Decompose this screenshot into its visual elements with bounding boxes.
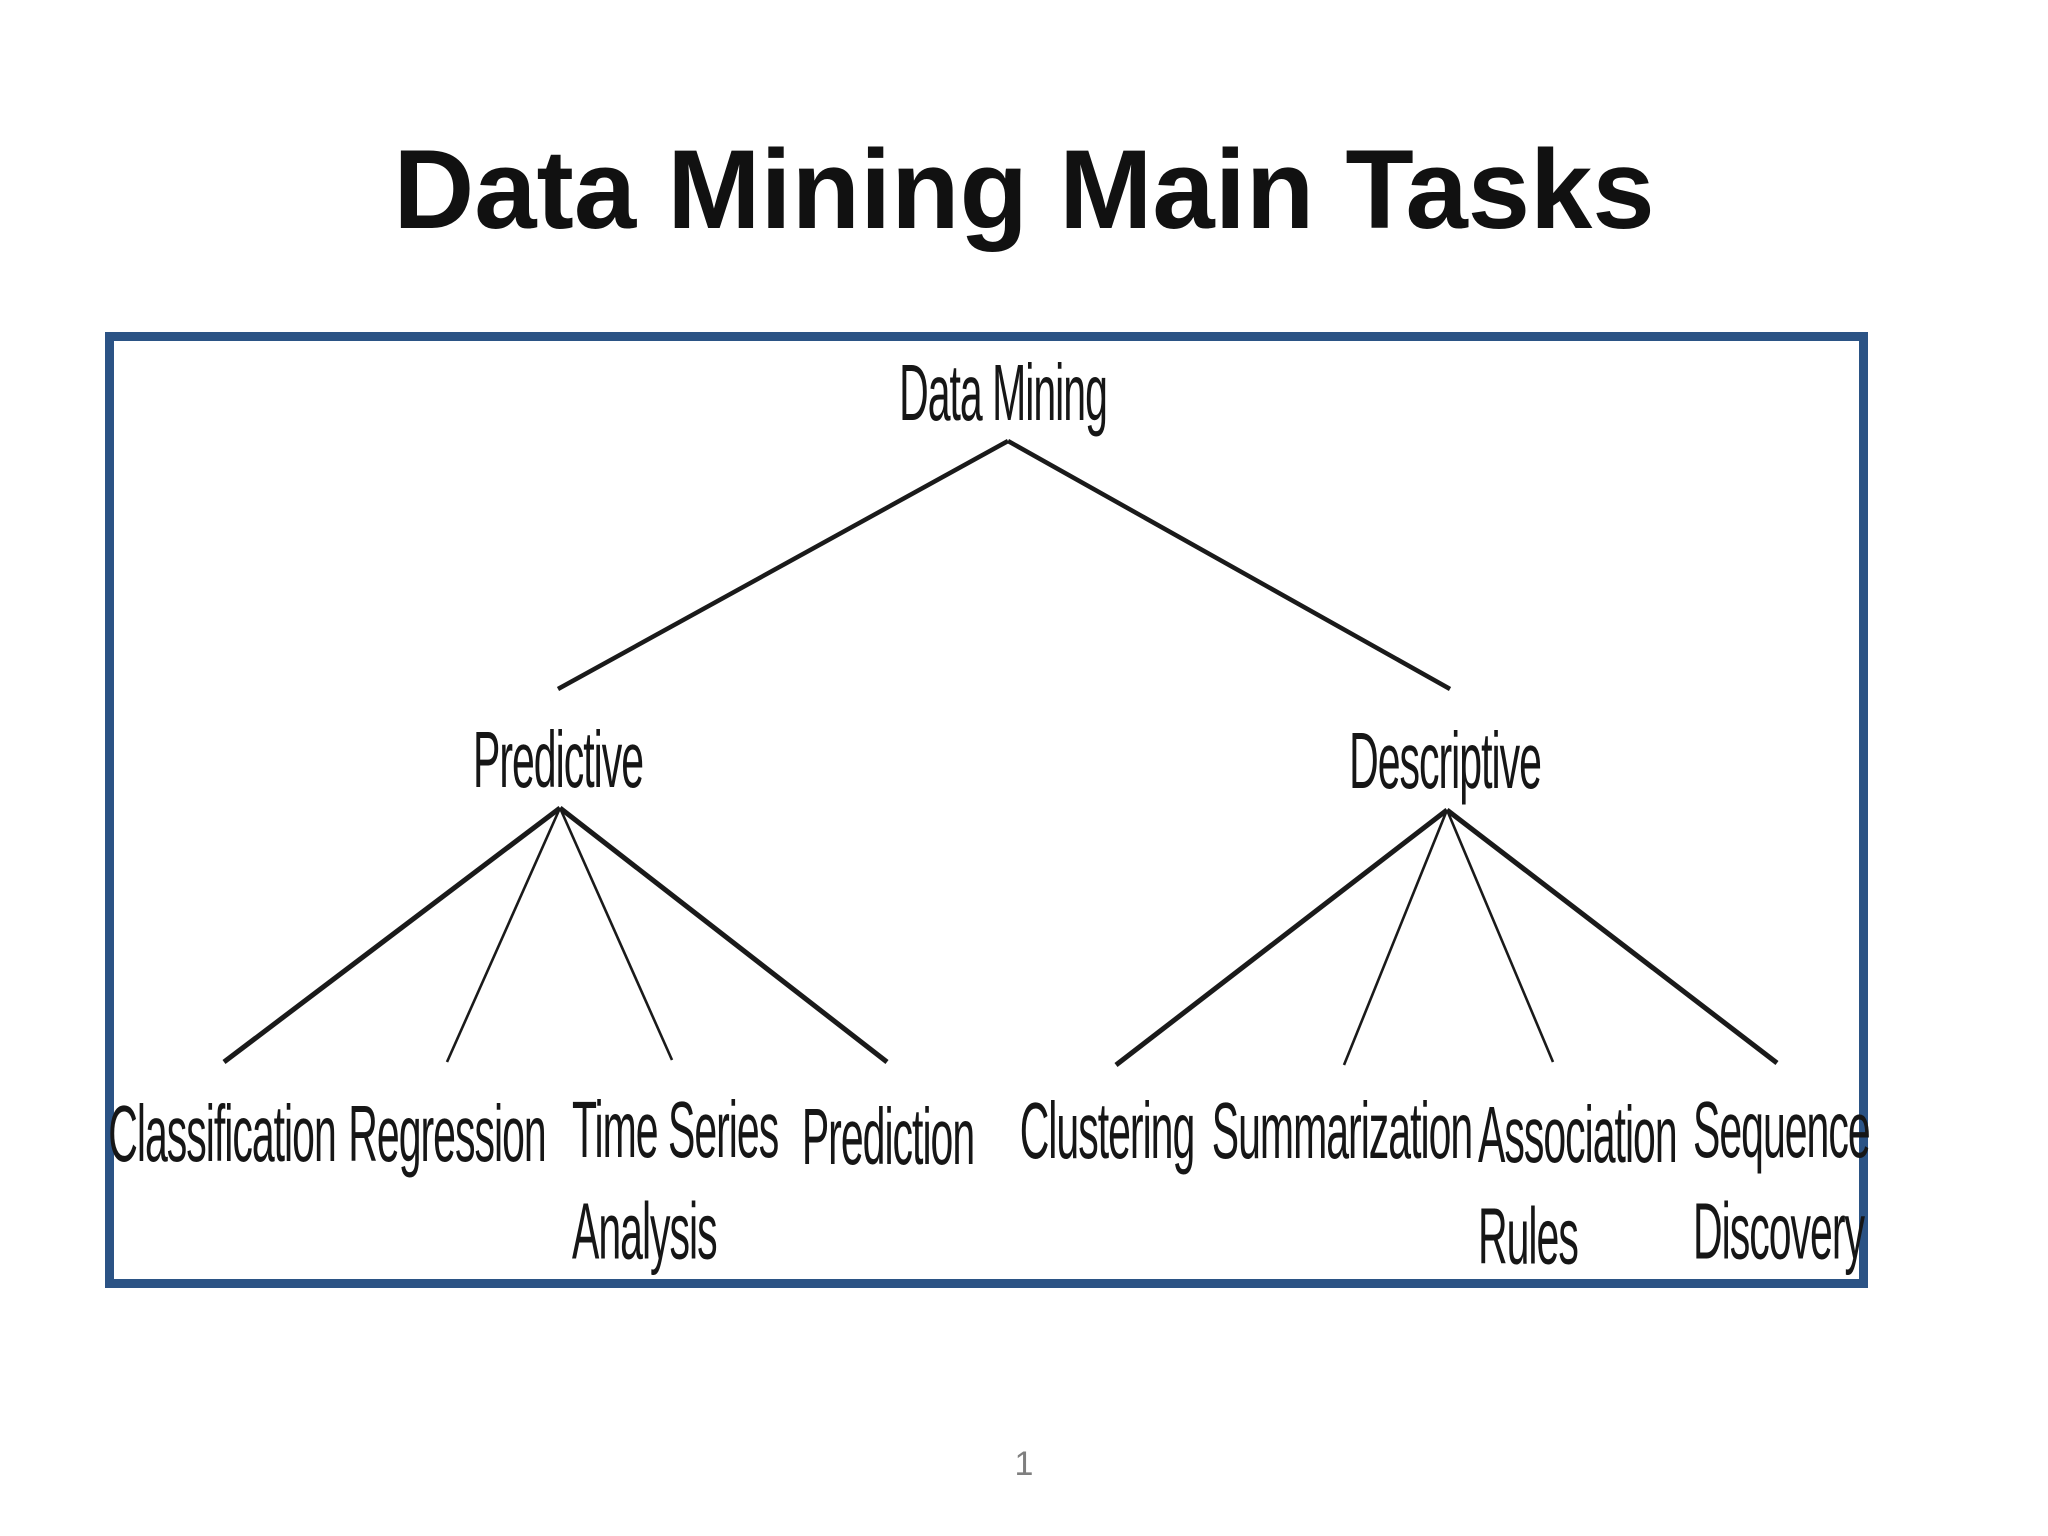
node-time-series-line1: Time Series: [572, 1084, 779, 1175]
diagram-frame: [105, 332, 1868, 1288]
node-prediction: Prediction: [801, 1091, 975, 1182]
node-time-series-line2: Analysis: [572, 1185, 718, 1276]
edge-predictive-regression: [445, 807, 562, 1063]
edge-predictive-time-series: [558, 807, 674, 1061]
node-sequence-line2: Discovery: [1693, 1185, 1865, 1276]
node-sequence-discovery: Sequence Discovery: [1693, 1081, 1871, 1282]
node-classification: Classification: [108, 1088, 337, 1179]
node-data-mining: Data Mining: [899, 347, 1108, 438]
node-association-rules: Association Rules: [1478, 1086, 1678, 1287]
node-summarization: Summarization: [1211, 1085, 1473, 1176]
edge-predictive-prediction: [558, 806, 889, 1064]
edge-descriptive-sequence: [1445, 808, 1779, 1065]
node-association-line1: Association: [1478, 1089, 1678, 1180]
node-predictive: Predictive: [472, 714, 644, 805]
node-time-series-analysis: Time Series Analysis: [572, 1081, 779, 1282]
edge-root-descriptive: [1006, 439, 1452, 691]
node-clustering: Clustering: [1019, 1085, 1196, 1176]
edge-predictive-classification: [222, 806, 562, 1064]
node-association-line2: Rules: [1478, 1190, 1579, 1281]
node-descriptive: Descriptive: [1349, 715, 1542, 806]
edge-descriptive-summarization: [1342, 809, 1449, 1066]
edge-descriptive-clustering: [1114, 808, 1449, 1067]
edge-root-predictive: [556, 439, 1010, 691]
slide-title: Data Mining Main Tasks: [393, 127, 1655, 252]
node-regression: Regression: [348, 1088, 546, 1179]
page-number: 1: [1014, 1445, 1034, 1483]
node-sequence-line1: Sequence: [1693, 1084, 1871, 1175]
edge-descriptive-association: [1445, 809, 1555, 1063]
